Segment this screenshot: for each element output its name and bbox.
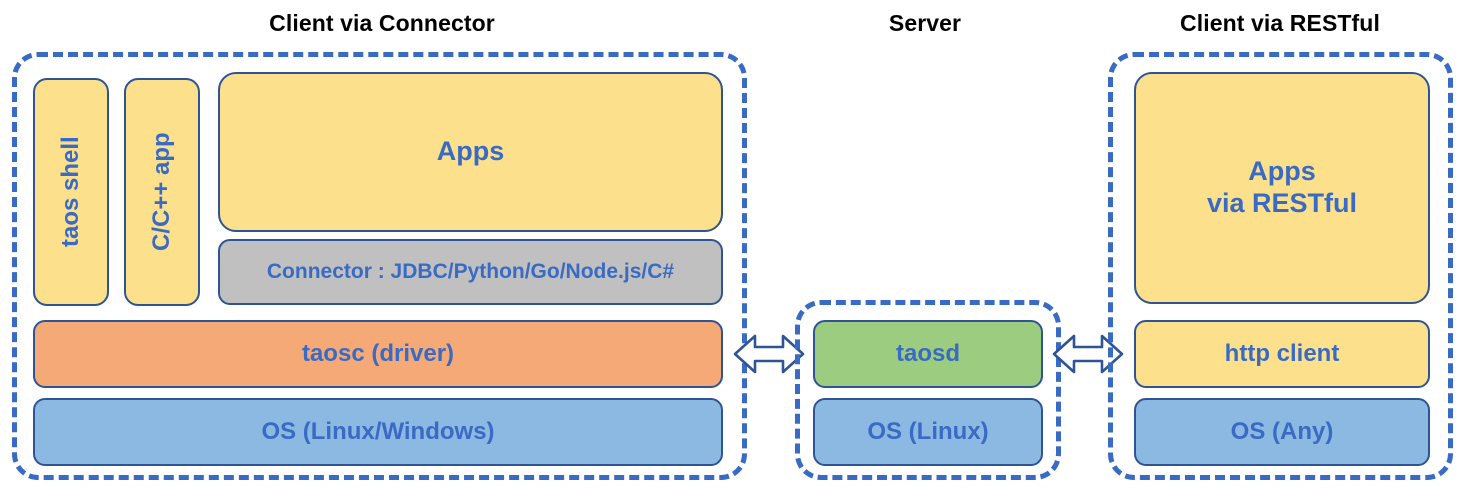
group-server	[795, 300, 1061, 480]
box-os-linux[interactable]: OS (Linux)	[813, 398, 1043, 466]
box-taosd[interactable]: taosd	[813, 320, 1043, 388]
section-title-server: Server	[888, 10, 962, 36]
group-client-via-connector	[12, 52, 747, 480]
box-taosc-driver[interactable]: taosc (driver)	[33, 320, 723, 388]
bidirectional-arrow-right-icon	[1052, 334, 1124, 374]
box-os-any[interactable]: OS (Any)	[1134, 398, 1430, 466]
box-connector-list[interactable]: Connector : JDBC/Python/Go/Node.js/C#	[218, 239, 723, 305]
section-title-client-restful: Client via RESTful	[1180, 10, 1380, 36]
group-client-via-restful	[1108, 52, 1453, 480]
box-c-cpp-app[interactable]: C/C++ app	[124, 78, 200, 306]
box-apps-connector[interactable]: Apps	[218, 72, 723, 232]
bidirectional-arrow-left-icon	[733, 334, 805, 374]
box-apps-via-restful[interactable]: Apps via RESTful	[1134, 72, 1430, 304]
box-http-client[interactable]: http client	[1134, 320, 1430, 388]
box-taos-shell[interactable]: taos shell	[33, 78, 109, 306]
section-title-client-connector: Client via Connector	[269, 10, 495, 36]
box-os-linux-windows[interactable]: OS (Linux/Windows)	[33, 398, 723, 466]
